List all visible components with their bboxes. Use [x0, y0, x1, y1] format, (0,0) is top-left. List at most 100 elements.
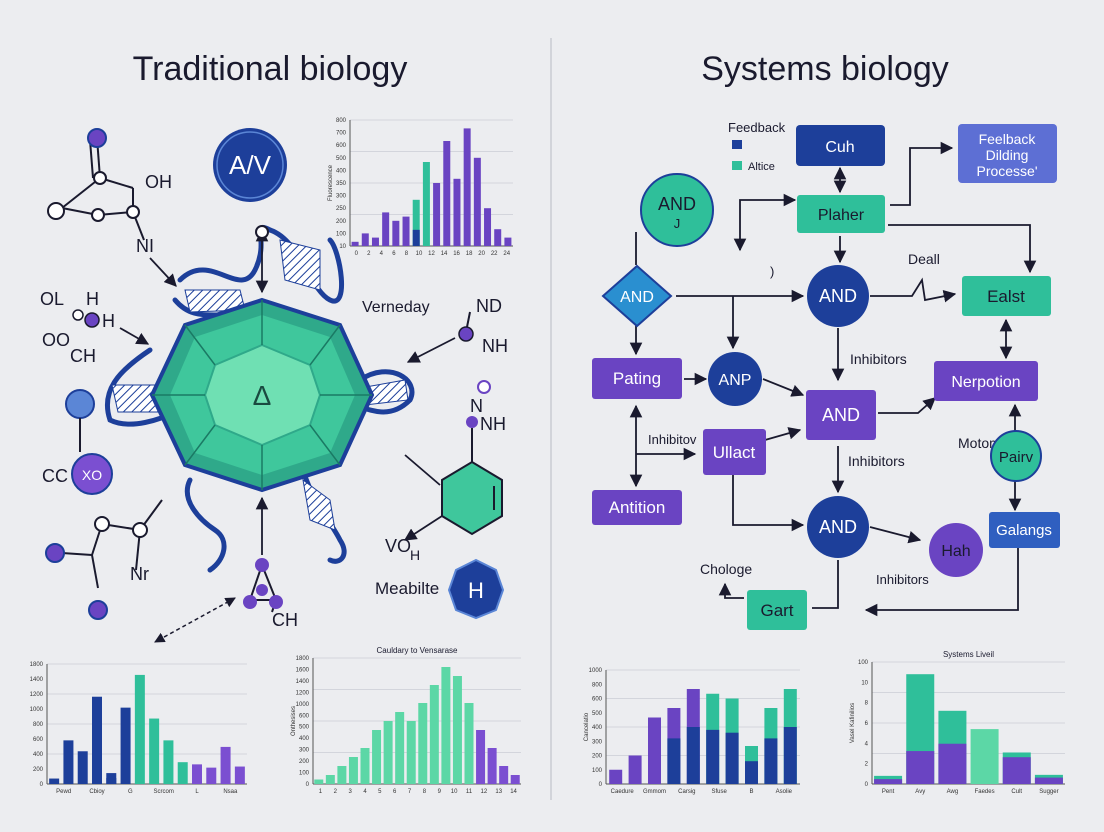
- y-tick-label: 10: [861, 680, 868, 686]
- bar-segment: [106, 778, 117, 784]
- bar: [314, 779, 324, 784]
- node-and-circle-3-label: AND: [819, 517, 857, 537]
- node-ealst-label: Ealst: [987, 287, 1025, 306]
- y-tick-label: 8: [865, 701, 869, 707]
- atom-purple-large: [71, 453, 113, 495]
- label-inhibitors: Inhibitors: [848, 453, 905, 469]
- bar-segment: [745, 761, 758, 784]
- y-tick-label: 400: [33, 752, 44, 758]
- node-and-circle-2: [807, 265, 869, 327]
- label-chologe: Chologe: [700, 561, 752, 577]
- label-inhibitors: Inhibitors: [876, 572, 929, 587]
- x-tick-label: 14: [510, 789, 517, 795]
- x-tick-label: G: [128, 789, 133, 795]
- bar: [443, 141, 451, 246]
- bar: [628, 755, 642, 784]
- y-tick-label: 1800: [296, 656, 310, 662]
- node-and-rect-label: AND: [822, 405, 860, 425]
- bar-segment: [783, 727, 797, 784]
- y-tick-label: 200: [336, 219, 347, 225]
- x-tick-label: 13: [495, 789, 502, 795]
- y-tick-label: 600: [592, 697, 603, 703]
- atom-white: [255, 225, 269, 239]
- bar-segment: [725, 732, 739, 784]
- node-plaher-label: Plaher: [818, 207, 865, 224]
- x-tick-label: 16: [453, 251, 460, 257]
- y-tick-label: 600: [299, 713, 310, 719]
- x-tick-label: Cult: [1011, 789, 1022, 795]
- x-tick-label: Faedes: [975, 789, 995, 795]
- atom-white: [93, 171, 107, 185]
- tick-mark: ): [770, 264, 774, 279]
- y-tick-label: 800: [336, 118, 347, 124]
- y-tick-label: 0: [40, 782, 44, 788]
- node-feedback-line: Feelback: [979, 131, 1037, 147]
- y-tick-label: 300: [592, 739, 603, 745]
- node-and-rect: [806, 390, 876, 440]
- node-galangs-label: Galangs: [996, 522, 1052, 539]
- label-ni: NI: [136, 236, 154, 256]
- x-tick-label: Scrcom: [153, 789, 173, 795]
- hexagon-ring: [441, 460, 503, 536]
- y-tick-label: 1200: [296, 690, 310, 696]
- atom-purple: [243, 595, 257, 609]
- bar-segment: [92, 736, 102, 784]
- y-tick-label: 300: [336, 194, 347, 200]
- atom-white: [126, 205, 140, 219]
- y-tick-label: 4: [865, 741, 869, 747]
- octagon-molecule: [447, 558, 505, 620]
- bar: [63, 740, 74, 784]
- atom-purple: [45, 543, 65, 563]
- bar: [372, 730, 382, 784]
- bar: [120, 707, 131, 784]
- y-tick-label: 400: [299, 736, 310, 742]
- bar: [464, 703, 474, 784]
- node-feedback-building: [958, 124, 1057, 183]
- bar-segment: [764, 738, 778, 784]
- label-h: H: [102, 311, 115, 331]
- label-nr: Nr: [130, 564, 149, 584]
- bar-segment: [412, 229, 420, 246]
- y-tick-label: 400: [592, 725, 603, 731]
- y-tick-label: 6: [865, 721, 869, 727]
- node-and-circle-2-label: AND: [819, 286, 857, 306]
- bar: [412, 199, 420, 246]
- label-ch: CH: [272, 610, 298, 630]
- y-tick-label: 800: [592, 682, 603, 688]
- arrow: [403, 515, 443, 541]
- x-tick-label: B: [749, 789, 753, 795]
- atom-purple: [87, 128, 107, 148]
- y-axis-label: Vasel Kafinilios: [850, 703, 856, 743]
- node-ealst: [962, 276, 1051, 316]
- x-tick-label: 0: [355, 251, 359, 257]
- node-hah: [929, 523, 983, 577]
- chart-title: Cauldary to Vensarase: [377, 646, 458, 655]
- bar: [395, 712, 405, 784]
- octagon-glyph: H: [468, 578, 484, 603]
- bar-segment: [706, 729, 720, 784]
- central-crystal: Δ: [149, 297, 375, 493]
- x-tick-label: 8: [405, 251, 409, 257]
- y-tick-label: 700: [336, 131, 347, 137]
- bar-segment: [906, 751, 935, 784]
- bar: [406, 721, 416, 784]
- legend-swatch-teal: [732, 161, 742, 170]
- node-galangs: [989, 512, 1060, 548]
- chart-3: 0100200300400500600100012001400160018001…: [291, 646, 521, 795]
- bar: [487, 748, 497, 784]
- bar: [360, 748, 370, 784]
- x-tick-label: Nsaa: [223, 789, 238, 795]
- y-tick-label: 1400: [296, 679, 310, 685]
- bar: [510, 775, 520, 784]
- y-tick-label: 1000: [589, 668, 603, 674]
- node-feedback-line: Dilding: [986, 147, 1029, 163]
- bar: [134, 674, 145, 784]
- node-cuh-label: Cuh: [825, 139, 854, 156]
- atom-white: [91, 208, 105, 222]
- node-antition: [592, 490, 682, 525]
- atom-white: [132, 522, 148, 538]
- connector: [404, 454, 441, 486]
